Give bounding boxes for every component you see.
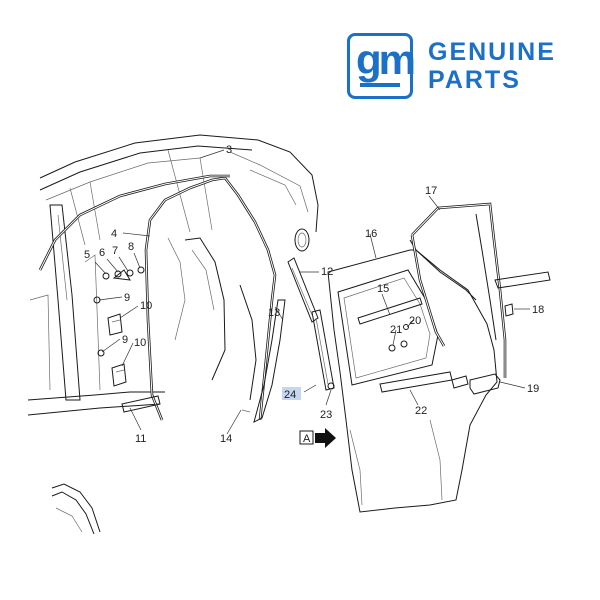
callout-6: 6 [99, 247, 105, 259]
callout-20: 20 [409, 315, 421, 327]
part-19-outside-handle [451, 373, 501, 395]
part-16-door-frame [409, 239, 477, 301]
callout-5: 5 [84, 249, 90, 261]
callout-22: 22 [415, 405, 427, 417]
callout-labels: 3 4 5 6 7 8 9 10 9 10 11 12 13 14 15 16 … [84, 144, 544, 445]
callout-23: 23 [320, 409, 332, 421]
callout-19: 19 [527, 383, 539, 395]
callout-21: 21 [390, 324, 402, 336]
part-13-14-pillar-seal [241, 299, 286, 423]
callout-24: 24 [284, 389, 296, 401]
view-marker-label: A [303, 433, 311, 445]
part-23-fastener [327, 382, 335, 390]
part-20-fastener [403, 324, 409, 330]
callout-15: 15 [377, 283, 389, 295]
part-17-window-frame [410, 202, 551, 378]
leader-lines [94, 149, 530, 435]
callout-16: 16 [365, 228, 377, 240]
callout-13: 13 [268, 307, 280, 319]
rear-door-assembly [327, 249, 498, 513]
callout-8: 8 [128, 241, 134, 253]
callout-18: 18 [532, 304, 544, 316]
callout-9-lower: 9 [122, 334, 128, 346]
callout-4: 4 [111, 228, 117, 240]
callout-24-highlight [282, 387, 301, 400]
callout-12: 12 [321, 266, 333, 278]
callout-7: 7 [112, 245, 118, 257]
callout-10-upper: 10 [140, 300, 152, 312]
callout-11: 11 [135, 433, 146, 445]
callout-17: 17 [425, 185, 437, 197]
gm-logo-underline [360, 83, 400, 87]
view-marker-box [299, 430, 314, 445]
part-24-applique [311, 309, 335, 391]
gm-logo: gm [347, 33, 416, 99]
part-18-clip [504, 303, 514, 317]
view-arrow-icon [315, 428, 336, 448]
callout-3: 3 [226, 144, 232, 156]
brand-title-line-1: GENUINE [428, 38, 556, 66]
part-4-body-weatherstrip [38, 174, 277, 421]
hinge-parts-group [93, 266, 161, 413]
view-marker-a: A [299, 428, 336, 448]
callout-10-lower: 10 [134, 337, 146, 349]
part-12-window-channel [287, 257, 319, 323]
callout-9-upper: 9 [124, 292, 130, 304]
callout-14: 14 [220, 433, 232, 445]
brand-title-line-2: PARTS [428, 66, 521, 94]
